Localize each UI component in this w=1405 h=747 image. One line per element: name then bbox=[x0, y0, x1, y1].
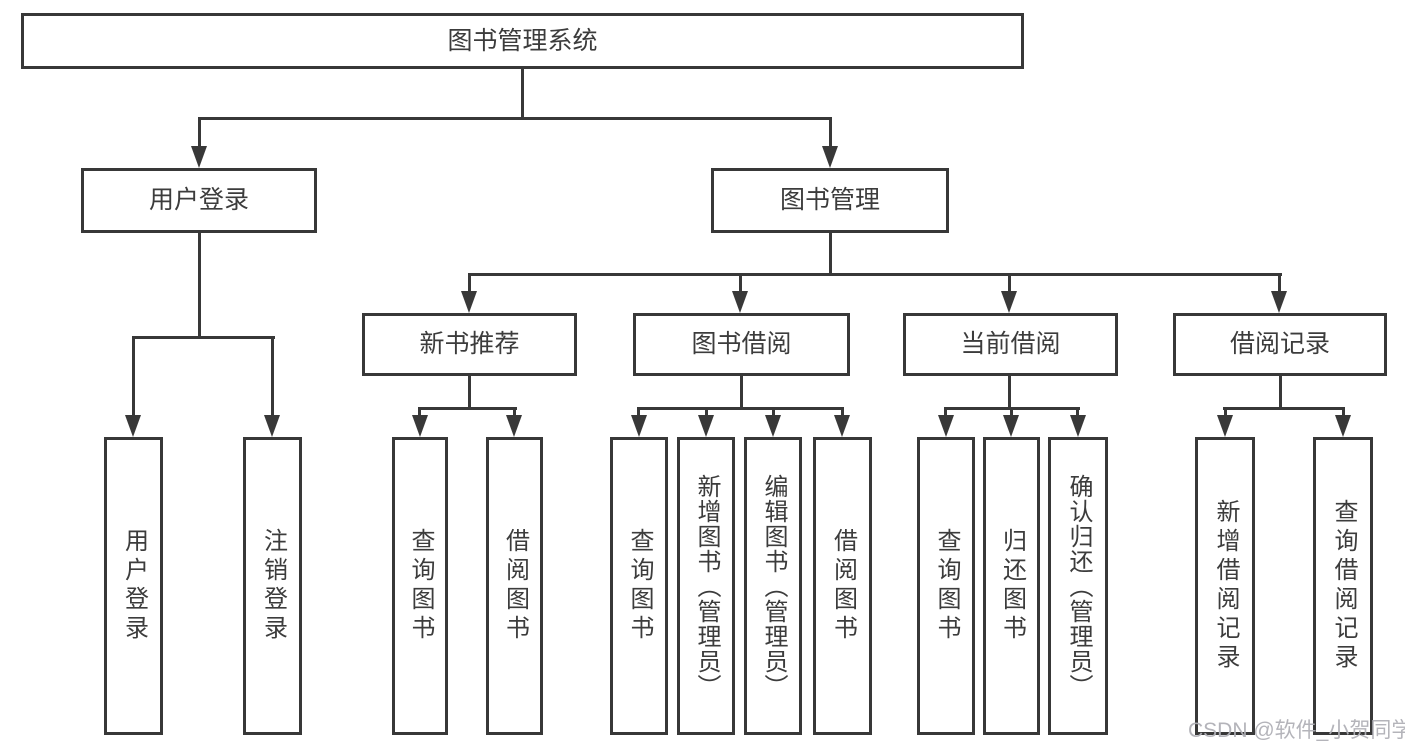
arrow-down-icon bbox=[834, 415, 850, 437]
arrow-down-icon bbox=[631, 415, 647, 437]
connector-line bbox=[132, 336, 135, 416]
connector-line bbox=[637, 407, 844, 410]
node-new-book-recommendation: 新书推荐 bbox=[362, 313, 577, 376]
arrow-down-icon bbox=[125, 415, 141, 437]
connector-line bbox=[468, 376, 471, 409]
leaf-br-query-borrow-record: 查询借阅记录 bbox=[1313, 437, 1373, 735]
leaf-bb-edit-book-admin: 编辑图书（管理员） bbox=[744, 437, 802, 735]
connector-line bbox=[198, 117, 832, 120]
arrow-down-icon bbox=[1003, 415, 1019, 437]
arrow-down-icon bbox=[698, 415, 714, 437]
arrow-down-icon bbox=[264, 415, 280, 437]
arrow-down-icon bbox=[938, 415, 954, 437]
leaf-nb-borrow-books: 借阅图书 bbox=[486, 437, 543, 735]
arrow-down-icon bbox=[191, 146, 207, 168]
connector-line bbox=[198, 117, 201, 148]
node-user-login: 用户登录 bbox=[81, 168, 317, 233]
arrow-down-icon bbox=[822, 146, 838, 168]
connector-line bbox=[468, 273, 1282, 276]
arrow-down-icon bbox=[1335, 415, 1351, 437]
leaf-cb-confirm-return-admin: 确认归还（管理员） bbox=[1048, 437, 1108, 735]
connector-line bbox=[1224, 407, 1227, 417]
leaf-cb-return-books: 归还图书 bbox=[983, 437, 1040, 735]
arrow-down-icon bbox=[412, 415, 428, 437]
arrow-down-icon bbox=[1271, 291, 1287, 313]
connector-line bbox=[772, 407, 775, 417]
connector-line bbox=[1076, 407, 1079, 417]
leaf-br-add-borrow-record: 新增借阅记录 bbox=[1195, 437, 1255, 735]
connector-line bbox=[705, 407, 708, 417]
connector-line bbox=[271, 336, 274, 416]
arrow-down-icon bbox=[1070, 415, 1086, 437]
connector-line bbox=[1008, 376, 1011, 409]
arrow-down-icon bbox=[461, 291, 477, 313]
arrow-down-icon bbox=[1217, 415, 1233, 437]
connector-line bbox=[418, 407, 517, 410]
node-borrowing-records: 借阅记录 bbox=[1173, 313, 1387, 376]
leaf-cb-query-books: 查询图书 bbox=[917, 437, 975, 735]
connector-line bbox=[1279, 376, 1282, 409]
connector-line bbox=[739, 273, 742, 293]
connector-line bbox=[944, 407, 947, 417]
leaf-bb-borrow-books: 借阅图书 bbox=[813, 437, 872, 735]
connector-line bbox=[468, 273, 471, 293]
leaf-logout: 注销登录 bbox=[243, 437, 302, 735]
connector-line bbox=[1010, 407, 1013, 417]
arrow-down-icon bbox=[1001, 291, 1017, 313]
connector-line bbox=[132, 336, 275, 339]
leaf-nb-query-books: 查询图书 bbox=[392, 437, 448, 735]
leaf-bb-query-books: 查询图书 bbox=[610, 437, 668, 735]
node-library-system: 图书管理系统 bbox=[21, 13, 1024, 69]
arrow-down-icon bbox=[732, 291, 748, 313]
connector-line bbox=[418, 407, 421, 417]
connector-line bbox=[1008, 273, 1011, 293]
connector-line bbox=[841, 407, 844, 417]
connector-line bbox=[513, 407, 516, 417]
connector-line bbox=[1223, 407, 1345, 410]
connector-line bbox=[1342, 407, 1345, 417]
connector-line bbox=[1278, 273, 1281, 293]
node-current-borrowing: 当前借阅 bbox=[903, 313, 1118, 376]
arrow-down-icon bbox=[506, 415, 522, 437]
connector-line bbox=[740, 376, 743, 409]
connector-line bbox=[637, 407, 640, 417]
leaf-user-login: 用户登录 bbox=[104, 437, 163, 735]
leaf-bb-add-book-admin: 新增图书（管理员） bbox=[677, 437, 735, 735]
arrow-down-icon bbox=[765, 415, 781, 437]
node-book-borrowing: 图书借阅 bbox=[633, 313, 850, 376]
connector-line bbox=[198, 233, 201, 339]
csdn-watermark: CSDN @软件_小贺同学 bbox=[1188, 719, 1405, 742]
connector-line bbox=[829, 117, 832, 148]
connector-line bbox=[829, 233, 832, 276]
connector-line bbox=[521, 69, 524, 120]
node-book-management: 图书管理 bbox=[711, 168, 949, 233]
